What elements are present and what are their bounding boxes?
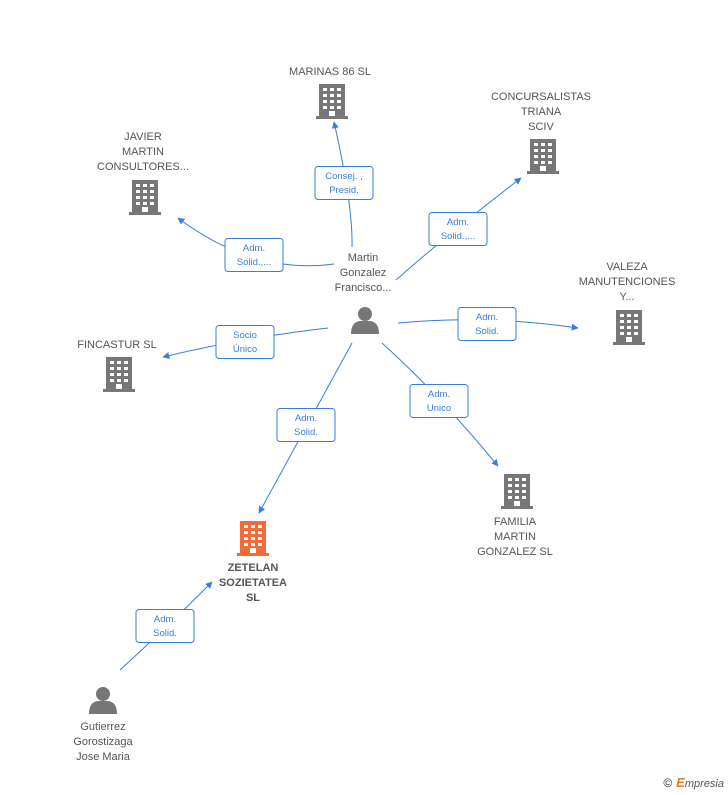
node-label-line: GONZALEZ SL <box>477 546 553 558</box>
node-label-line: TRIANA <box>521 106 562 118</box>
building-icon <box>501 474 533 509</box>
building-icon <box>237 521 269 556</box>
edges-layer: Consej. , Presid. Adm. Solid.,... Adm. Solid.… <box>119 121 579 671</box>
building-icon <box>316 84 348 119</box>
node-fincastur[interactable]: FINCASTUR SL <box>77 339 157 392</box>
node-label-line: MARTIN <box>494 531 536 543</box>
node-label-line: Gutierrez <box>80 721 125 733</box>
building-icon <box>527 139 559 174</box>
node-label-line: Y... <box>619 291 634 303</box>
edge-martin-marinas: Consej. , Presid. <box>314 121 374 248</box>
edge-label-line: Adm. <box>447 217 469 228</box>
empresia-brand[interactable]: ©Empresia <box>663 775 724 790</box>
edge-martin-concursalistas: Adm. Solid.,... <box>395 177 522 281</box>
building-icon <box>103 357 135 392</box>
person-icon <box>351 307 379 334</box>
node-label-line: MARINAS 86 SL <box>289 66 371 78</box>
copyright-icon: © <box>663 776 673 790</box>
edge-label-box[interactable]: Adm. Solid.,... <box>428 212 488 246</box>
brand-name: mpresia <box>684 778 724 790</box>
edge-label-line: Solid. <box>475 326 499 337</box>
edge-label-line: Unico <box>427 403 451 414</box>
building-icon <box>613 310 645 345</box>
edge-gutierrez-zetelan: Adm. Solid. <box>119 581 213 671</box>
node-concursalistas[interactable]: CONCURSALISTAS TRIANA SCIV <box>491 91 591 174</box>
node-label-line: CONCURSALISTAS <box>491 91 591 103</box>
node-label-line: MANUTENCIONES <box>579 276 676 288</box>
edge-label-line: Consej. , <box>325 171 363 182</box>
edge-label-line: Solid.,... <box>237 257 271 268</box>
node-label-line: SL <box>246 592 260 604</box>
building-icon <box>129 180 161 215</box>
edge-label-line: Adm. <box>295 413 317 424</box>
edge-martin-javier: Adm. Solid.,... <box>177 217 335 272</box>
edge-label-box[interactable]: Adm. Unico <box>409 384 469 418</box>
node-martin[interactable]: MartinGonzalezFrancisco... <box>335 252 392 334</box>
node-label-line: FINCASTUR SL <box>77 339 156 351</box>
node-label-line: Gonzalez <box>340 267 386 279</box>
node-label-line: Martin <box>348 252 379 264</box>
node-label-line: Gorostizaga <box>73 736 133 748</box>
edge-label-line: Único <box>233 344 257 355</box>
edge-label-box[interactable]: Adm. Solid. <box>457 307 517 341</box>
edge-label-line: Adm. <box>428 389 450 400</box>
edge-label-line: Solid. <box>153 628 177 639</box>
node-zetelan[interactable]: ZETELAN SOZIETATEA SL <box>219 521 287 604</box>
node-marinas[interactable]: MARINAS 86 SL <box>289 66 371 119</box>
node-label-line: SOZIETATEA <box>219 577 287 589</box>
node-label-line: ZETELAN <box>228 562 279 574</box>
node-valeza[interactable]: VALEZA MANUTENCIONES Y... <box>579 261 676 345</box>
edge-label-line: Presid. <box>329 185 359 196</box>
node-label-line: CONSULTORES... <box>97 161 189 173</box>
edge-label-line: Solid. <box>294 427 318 438</box>
node-label-line: Francisco... <box>335 282 392 294</box>
node-label-line: Jose Maria <box>76 751 131 763</box>
edge-label-box[interactable]: Adm. Solid. <box>276 408 336 442</box>
node-label-line: FAMILIA <box>494 516 537 528</box>
edge-label-box[interactable]: Adm. Solid. <box>135 609 195 643</box>
node-label-line: SCIV <box>528 121 554 133</box>
node-label-line: JAVIER <box>124 131 162 143</box>
edge-martin-valeza: Adm. Solid. <box>397 307 579 341</box>
edge-label-line: Solid.,... <box>441 231 475 242</box>
edge-label-line: Adm. <box>476 312 498 323</box>
edge-martin-familia: Adm. Unico <box>381 342 499 467</box>
person-icon <box>89 687 117 714</box>
edge-label-box[interactable]: Consej. , Presid. <box>314 166 374 200</box>
node-label-line: VALEZA <box>606 261 648 273</box>
edge-martin-zetelan: Adm. Solid. <box>258 342 353 514</box>
brand-initial: E <box>676 775 685 790</box>
edge-label-line: Socio <box>233 330 257 341</box>
edge-label-box[interactable]: Adm. Solid.,... <box>224 238 284 272</box>
node-javier[interactable]: JAVIER MARTIN CONSULTORES... <box>97 131 189 215</box>
node-familia[interactable]: FAMILIA MARTIN GONZALEZ SL <box>477 474 553 558</box>
edge-label-line: Adm. <box>154 614 176 625</box>
edge-label-line: Adm. <box>243 243 265 254</box>
node-label-line: MARTIN <box>122 146 164 158</box>
